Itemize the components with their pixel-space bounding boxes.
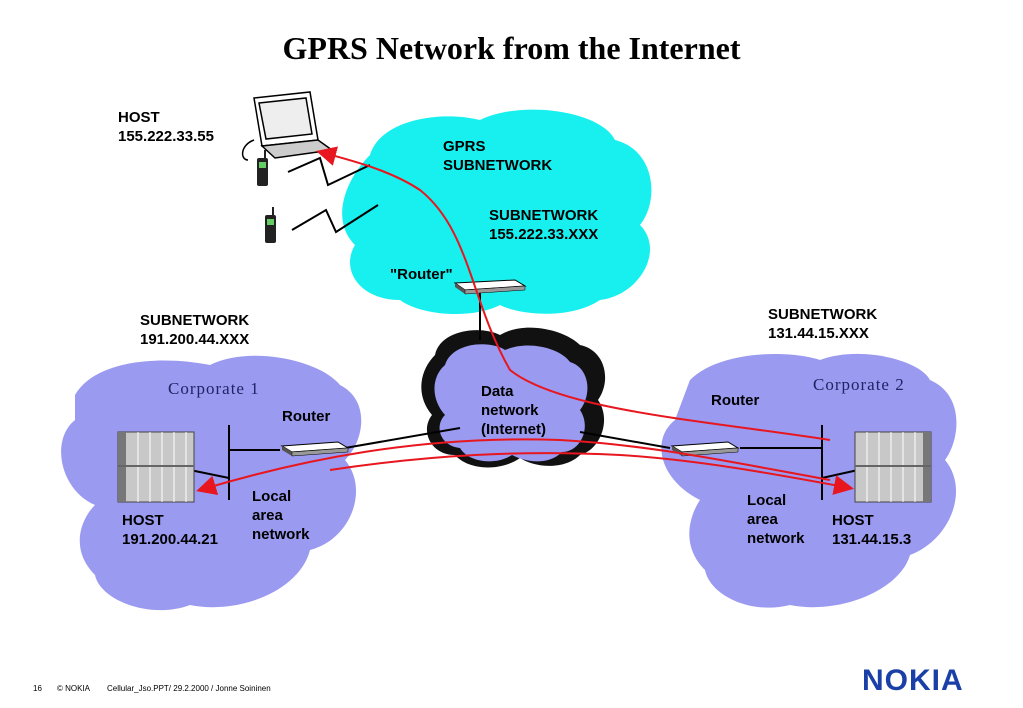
subnetwork-155-label: SUBNETWORK 155.222.33.XXX [489, 207, 599, 243]
gprs-host-label: HOST 155.222.33.55 [118, 109, 214, 145]
internet-cloud [421, 327, 606, 468]
gprs-subnetwork-label: GPRS SUBNETWORK [443, 138, 553, 174]
arrow-to-gprs-host [316, 146, 831, 441]
nokia-logo: NOKIA [862, 664, 964, 697]
server-host-icon [117, 431, 195, 503]
corporate-1-label: Corporate 1 [168, 379, 260, 398]
corp1-lan-label: Local area network [252, 488, 310, 543]
mobile-phone-icon [257, 150, 268, 186]
corporate-2-label: Corporate 2 [813, 375, 905, 394]
data-network-label: Data network (Internet) [481, 383, 546, 438]
corp2-lan-label: Local area network [747, 492, 805, 547]
subnetwork-131-label: SUBNETWORK 131.44.15.XXX [768, 306, 878, 342]
gprs-router-label: "Router" [390, 266, 453, 283]
network-links [189, 290, 859, 500]
subnetwork-191-label: SUBNETWORK 191.200.44.XXX [140, 312, 250, 348]
gprs-subnetwork-cloud [342, 109, 652, 315]
router-icon [280, 441, 350, 457]
arrow-to-corp1-host [196, 438, 831, 495]
arrow-to-corp2-host [329, 452, 854, 495]
data-flow-arrows [196, 146, 854, 495]
laptop-icon [241, 91, 334, 161]
page-title: GPRS Network from the Internet [282, 30, 741, 66]
radio-links [287, 156, 379, 234]
footer-page-number: 16 [33, 684, 42, 693]
server-host-icon [854, 431, 932, 503]
corp1-host-label: HOST 191.200.44.21 [122, 512, 218, 548]
corp2-router-label: Router [711, 392, 760, 409]
mobile-phone-icon [265, 207, 276, 243]
footer-file-info: Cellular_Jso.PPT/ 29.2.2000 / Jonne Soin… [107, 684, 271, 693]
corp1-router-label: Router [282, 408, 331, 425]
corp2-host-label: HOST 131.44.15.3 [832, 512, 912, 548]
footer-copyright: © NOKIA [57, 684, 91, 693]
router-icon [453, 279, 527, 295]
